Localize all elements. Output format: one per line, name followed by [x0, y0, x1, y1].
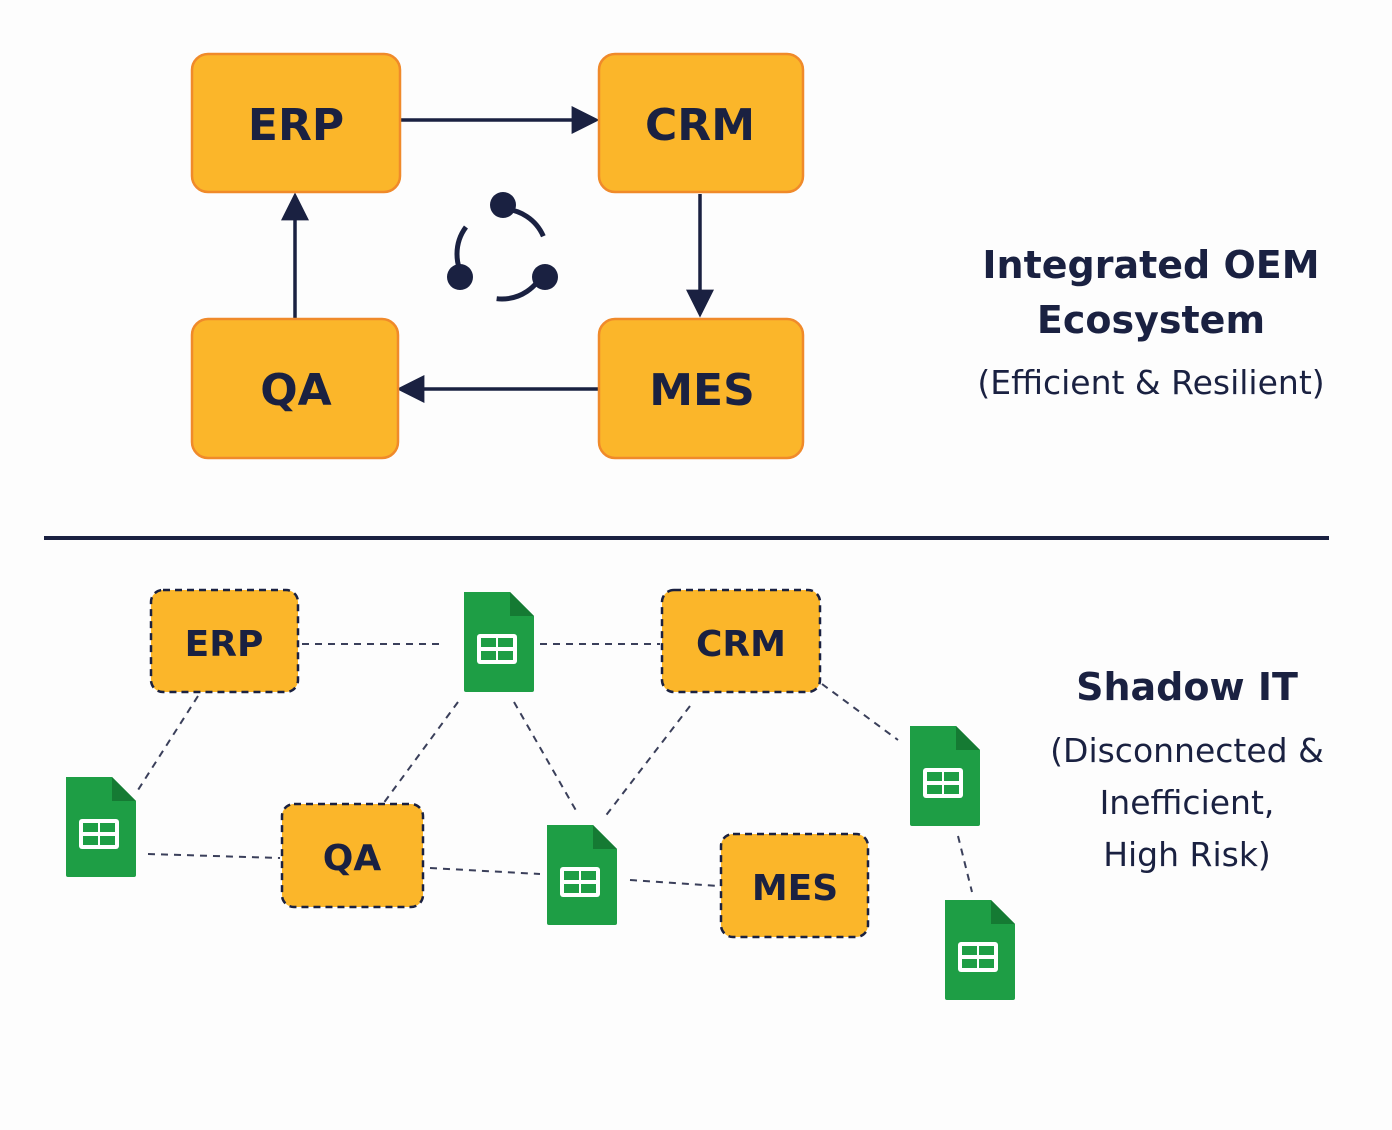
shadow-crm-label: CRM — [696, 624, 786, 665]
share-cycle-icon — [447, 192, 558, 302]
shadow-erp-box: ERP — [149, 588, 300, 694]
spreadsheet-icon — [464, 592, 534, 692]
integrated-mes-box: MES — [597, 317, 805, 460]
shadow-crm-box: CRM — [660, 588, 822, 694]
integrated-title-line1: Integrated OEM — [982, 243, 1319, 287]
shadow-it-diagram: ERP CRM QA MES Shadow IT (Disconnected &… — [66, 588, 1324, 1000]
integrated-title-line2: Ecosystem — [1037, 298, 1265, 342]
integrated-crm-box: CRM — [597, 52, 805, 194]
spreadsheet-icon — [910, 726, 980, 826]
integrated-erp-box: ERP — [190, 52, 402, 194]
shadow-erp-label: ERP — [185, 624, 264, 665]
shadow-subtitle-line2: Inefficient, — [1100, 783, 1275, 822]
spreadsheet-icon — [945, 900, 1015, 1000]
integrated-mes-label: MES — [649, 365, 755, 416]
integrated-qa-box: QA — [190, 317, 400, 460]
shadow-subtitle-line1: (Disconnected & — [1050, 731, 1324, 770]
shadow-connectors — [137, 643, 973, 893]
spreadsheet-icon — [66, 777, 136, 877]
shadow-title: Shadow IT — [1076, 665, 1298, 709]
integrated-ecosystem-diagram: ERP CRM QA MES Integrated OEM Ecosystem … — [190, 52, 1325, 460]
shadow-subtitle-line3: High Risk) — [1103, 835, 1271, 874]
shadow-mes-box: MES — [719, 832, 870, 939]
integrated-qa-label: QA — [260, 365, 331, 416]
shadow-mes-label: MES — [752, 868, 838, 909]
spreadsheet-icon — [547, 825, 617, 925]
shadow-qa-label: QA — [323, 838, 382, 879]
integrated-crm-label: CRM — [645, 100, 755, 151]
integrated-subtitle: (Efficient & Resilient) — [977, 363, 1324, 402]
integrated-erp-label: ERP — [248, 100, 344, 151]
shadow-qa-box: QA — [280, 802, 425, 909]
